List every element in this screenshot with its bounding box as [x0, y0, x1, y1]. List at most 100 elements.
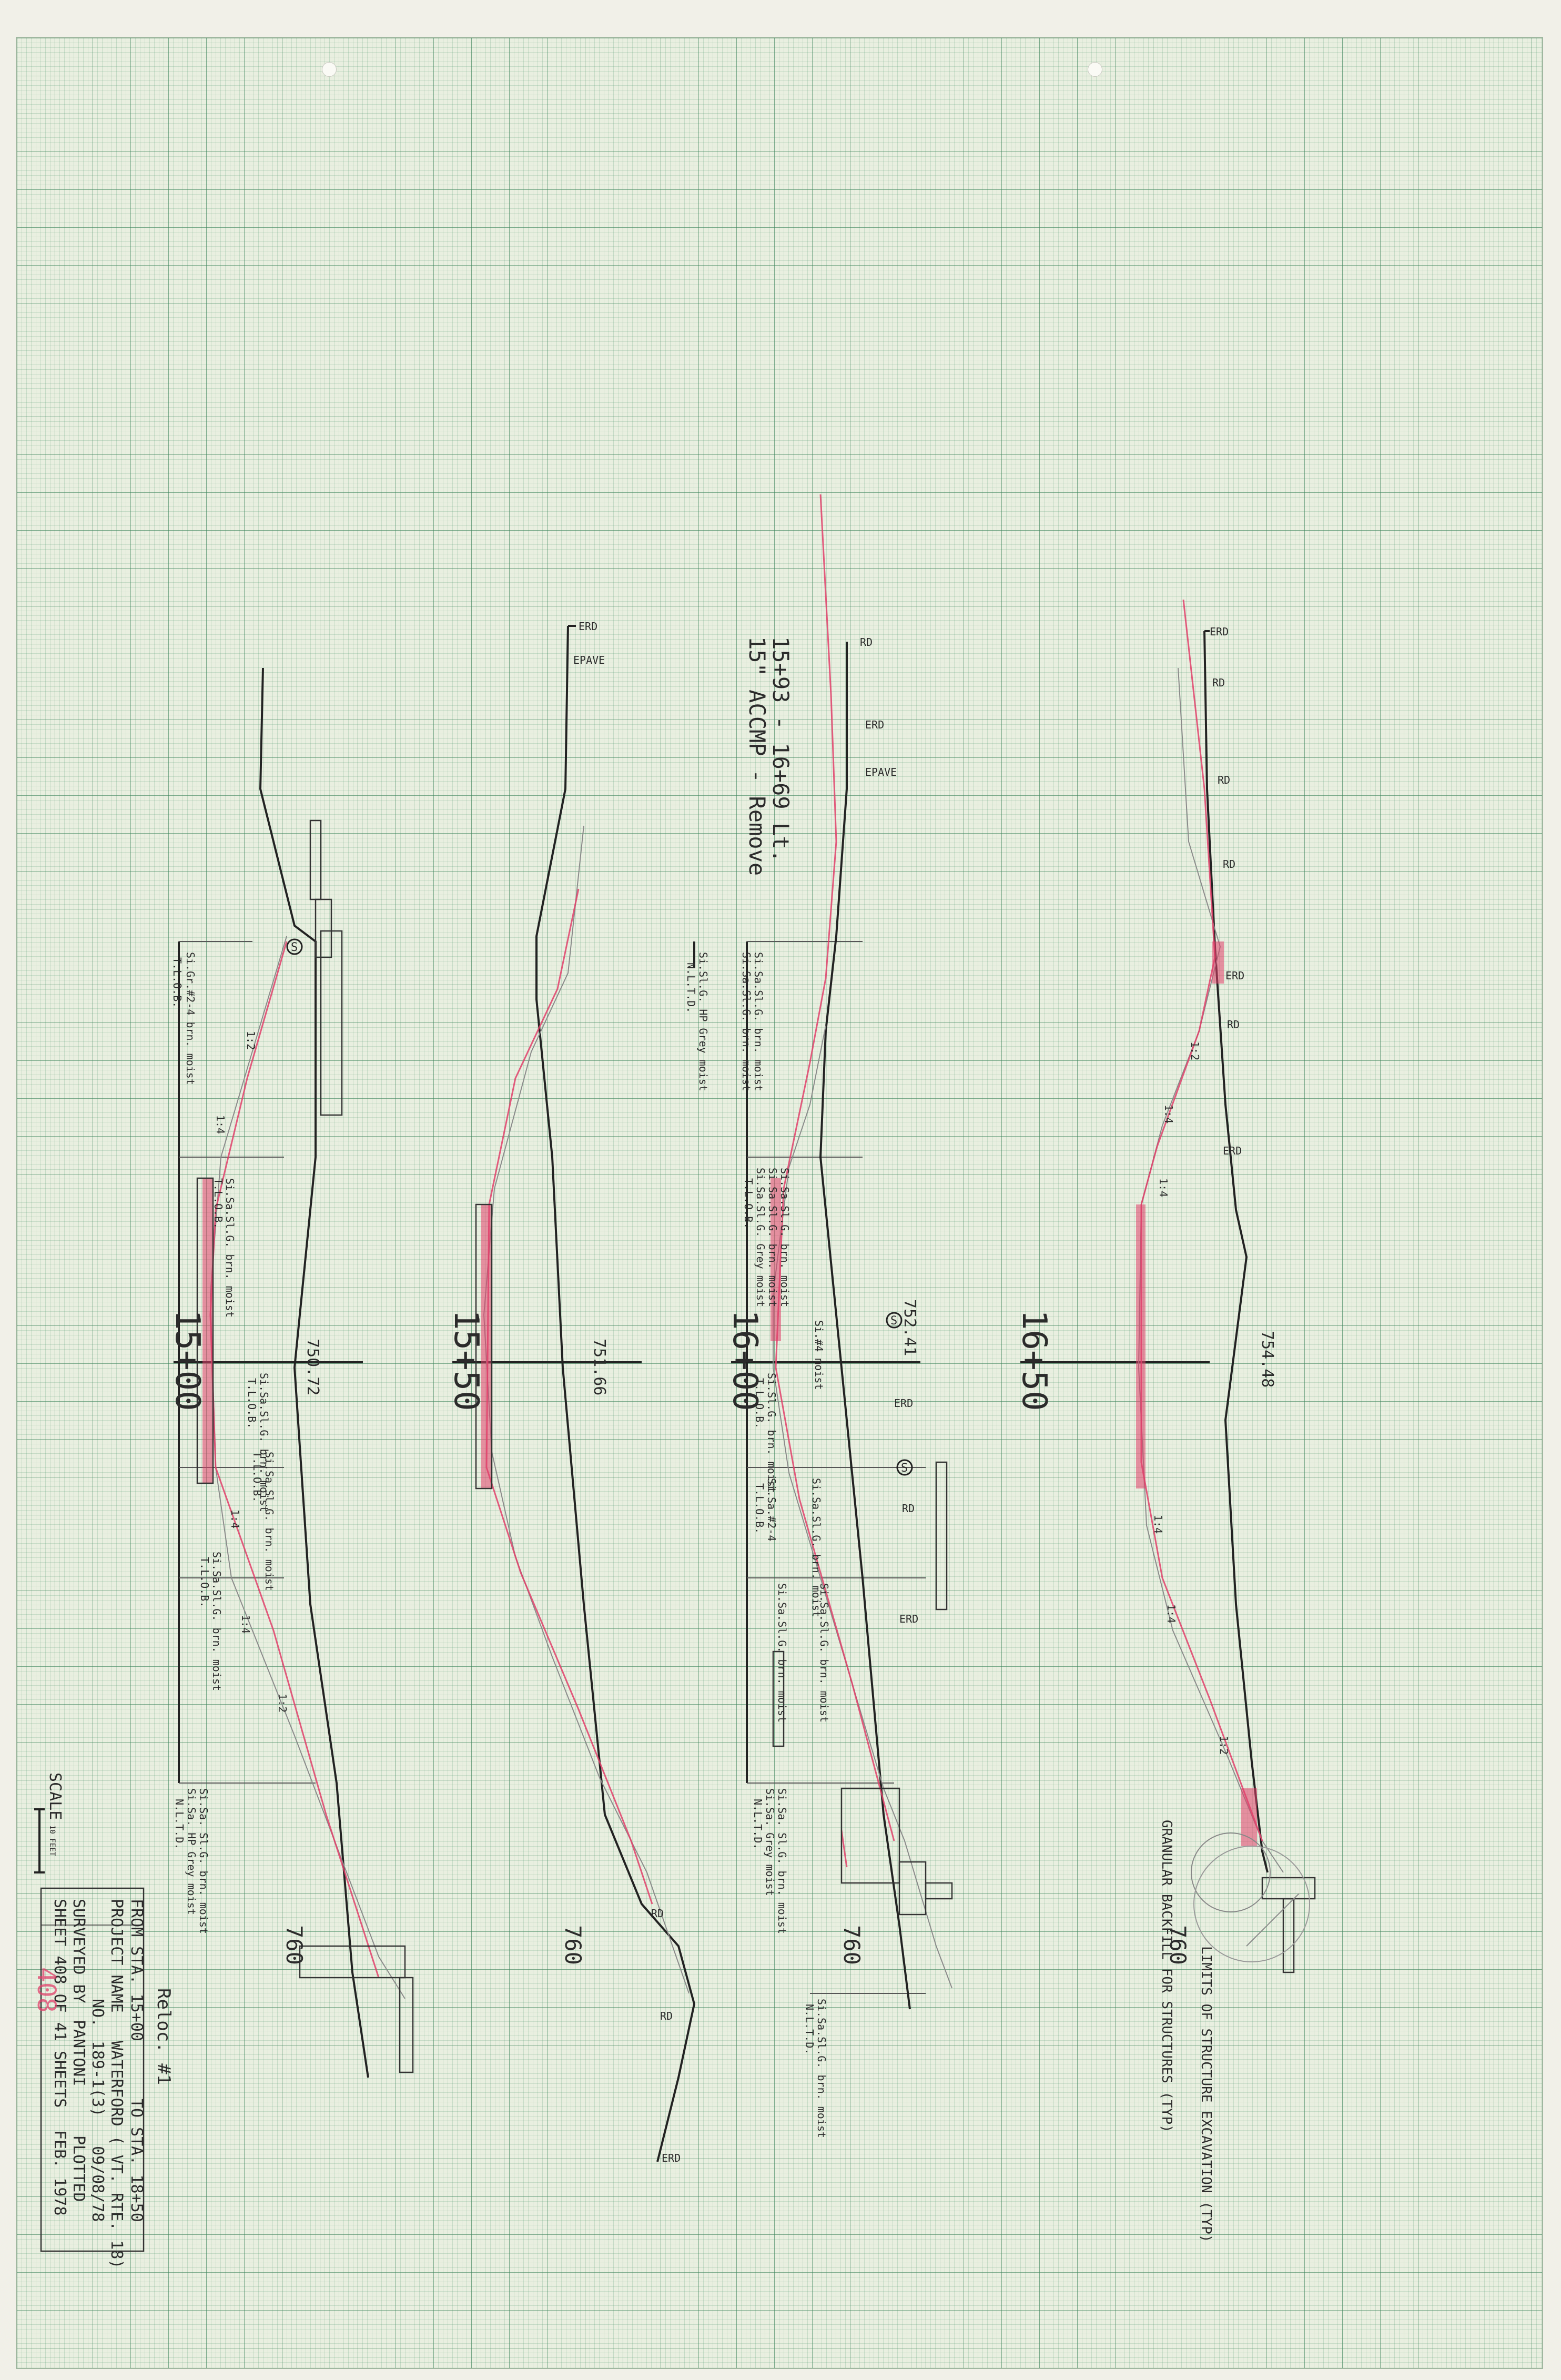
slope-label: 1:2 [1218, 1736, 1230, 1755]
project-no-label: NO. [88, 1999, 107, 2027]
line-label: EPAVE [573, 654, 605, 666]
punch-hole [1088, 62, 1102, 77]
line-label: RD [1227, 1018, 1240, 1031]
soil-note: T.L.O.B. [251, 1452, 263, 1502]
soil-note: Si.Sa.#2-4 [765, 1478, 778, 1541]
excavation-limits-note: LIMITS OF STRUCTURE EXCAVATION (TYP) [1198, 1946, 1214, 2243]
soil-note: T.L.O.B. [753, 1483, 766, 1534]
sheet-date: FEB. 1978 [50, 2130, 69, 2216]
line-label: ERD [1210, 625, 1229, 638]
slope-label: 1:2 [1189, 1041, 1201, 1060]
elevation-label: 752.41 [900, 1299, 919, 1356]
slope-label: 1:4 [239, 1615, 252, 1634]
soil-note: T.L.O.B. [212, 1178, 225, 1229]
survey-marker-circle [286, 938, 303, 955]
slope-label: 1:4 [1165, 1604, 1178, 1623]
soil-note: Si.Sa. Sl.G. brn. moist [197, 1788, 210, 1934]
line-label: EPAVE [865, 766, 897, 778]
soil-note: T.L.O.B. [246, 1378, 258, 1429]
soil-note: T.L.O.B. [171, 957, 184, 1008]
soil-note: Si.Sa.Sl.G. brn. moist [210, 1552, 223, 1691]
section-title: 15+93 - 16+69 Lt. [768, 636, 794, 863]
punch-hole [322, 62, 337, 77]
station-label: 15+00 [168, 1310, 207, 1411]
line-label: ERD [899, 1613, 918, 1625]
line-label: ERD [1225, 969, 1244, 982]
soil-note: Si.Sl.G. brn. moist [765, 1373, 778, 1493]
soil-note: Si.Sa.Sl.G. brn. moist [818, 1583, 830, 1723]
soil-note: Si.Sa.Sl.G. brn. moist [778, 1168, 791, 1307]
soil-note: N.L.T.D. [752, 1799, 764, 1849]
elevation-label: 754.48 [1258, 1331, 1276, 1388]
line-label: RD [1223, 858, 1235, 870]
soil-note: Si.Sa.Sl.G. brn. moist [776, 1583, 788, 1723]
soil-note: Si.Sa.Sl.G. brn. moist [740, 952, 753, 1091]
soil-note: Si.Sa. Grey moist [764, 1788, 776, 1896]
line-label: RD [1212, 676, 1225, 689]
soil-note: T.L.O.B. [198, 1557, 211, 1607]
marker-label: S [291, 941, 298, 954]
elevation-label: 751.66 [590, 1339, 609, 1395]
line-label: ERD [865, 718, 884, 731]
slope-label: 1:4 [1162, 1105, 1175, 1123]
slope-label: 1:4 [1157, 1178, 1170, 1197]
project-name-label: PROJECT NAME [107, 1899, 126, 2013]
marker-label: S [890, 1314, 897, 1328]
line-label: RD [651, 1907, 664, 1920]
soil-note: Si.Sa.Sl.G. brn. moist [815, 1999, 828, 2138]
marker-label: S [901, 1462, 908, 1475]
section-15-00: S 15+00 750.72 760 Si.Gr.#2-4 brn. moist… [168, 667, 414, 2078]
from-station: FROM STA. 15+00 [127, 1899, 146, 2041]
station-label: 16+00 [725, 1310, 764, 1411]
slope-label: 1:4 [229, 1510, 241, 1528]
relocation-note: Reloc. #1 [153, 1988, 174, 2085]
line-label: RD [660, 2010, 673, 2022]
red-sheet-number: 408 [32, 1967, 61, 2013]
elevation-bottom-label: 760 [281, 1925, 307, 1965]
soil-note: Si.Sa.Sl.G. brn. moist [224, 1178, 236, 1318]
station-label: 15+50 [447, 1310, 485, 1411]
slope-label: 1:2 [276, 1694, 289, 1713]
line-label: ERD [579, 620, 597, 633]
line-label: RD [902, 1502, 915, 1515]
surveyed-by: PANTONI [69, 2020, 88, 2086]
section-16-00: S S 15+93 - 16+69 Lt. 15" ACCMP - Remove… [685, 494, 953, 2138]
soil-note: N.L.T.D. [173, 1799, 186, 1849]
line-label: ERD [894, 1397, 913, 1410]
slope-label: 1:2 [245, 1031, 257, 1050]
station-label: 16+50 [1015, 1310, 1053, 1411]
soil-note: Si.Sa.Sl.G. brn. moist [258, 1373, 270, 1512]
soil-note: Si.Sa. HP Grey moist [185, 1788, 198, 1915]
soil-note: Si.Gr.#2-4 brn. moist [184, 952, 197, 1085]
ground-line [819, 642, 911, 2010]
survey-marker-circle [886, 1312, 903, 1329]
soil-note: Si.Sa.Sl.G. brn. moist [810, 1478, 823, 1617]
ground-line [259, 667, 369, 2078]
plotted-label: PLOTTED [69, 2135, 88, 2202]
elevation-bottom-label: 760 [560, 1925, 586, 1965]
title-block: FROM STA. 15+00 TO STA. 18+50 PROJECT NA… [32, 1887, 174, 2268]
sheet-label: SHEET 408 OF 41 SHEETS [50, 1899, 69, 2108]
soil-note: T.L.O.B. [742, 1178, 755, 1229]
section-16-50: 16+50 754.48 760 ERD RD RD RD ERD RD ERD… [1015, 599, 1316, 2243]
slope-label: 1:4 [1152, 1515, 1164, 1534]
soil-note: Si.Sl.G. HP Grey moist [697, 952, 709, 1091]
project-name: WATERFORD ( VT. RTE. 18) [107, 2041, 126, 2268]
soil-note: T.L.O.B. [753, 1378, 766, 1429]
ground-line [535, 625, 696, 2162]
soil-note: Si.Sa.Sl.G. Grey moist [754, 1168, 767, 1307]
soil-note: N.L.T.D. [685, 963, 697, 1013]
line-label: ERD [1223, 1145, 1242, 1157]
soil-note: Si.#4 moist [813, 1320, 825, 1390]
soil-note: Si.Sa. Sl.G. brn. moist [776, 1788, 788, 1934]
project-no: 189-1(3) [88, 2041, 107, 2117]
elevation-bottom-label: 760 [839, 1925, 865, 1965]
ground-line [1203, 631, 1269, 1873]
granular-backfill-note: GRANULAR BACKFILL FOR STRUCTURES (TYP) [1159, 1820, 1174, 2133]
survey-marker-circle [896, 1459, 913, 1476]
scale-value: 10 FEET [48, 1825, 56, 1857]
elevation-bottom-label: 760 [1165, 1925, 1191, 1965]
line-label: RD [860, 636, 873, 649]
elevation-label: 750.72 [303, 1339, 322, 1395]
